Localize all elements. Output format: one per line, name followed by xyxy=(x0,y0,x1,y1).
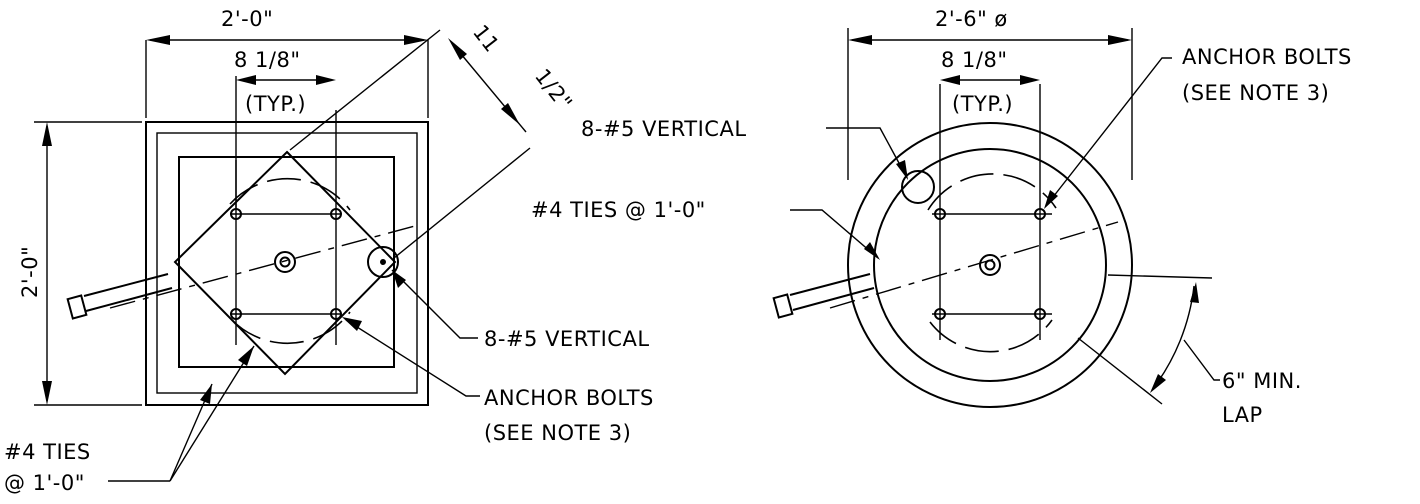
leader-vertical-round xyxy=(826,127,907,177)
leader-anchor-round xyxy=(1045,57,1172,207)
square-width-label: 2'-0" xyxy=(221,7,273,31)
leader-ties-round xyxy=(790,209,879,259)
round-anchor-bolt-sw xyxy=(934,308,946,320)
center-pole-inner xyxy=(279,256,291,268)
round-diameter-label: 2'-6" ø xyxy=(935,7,1008,31)
diamond-plate xyxy=(173,150,397,376)
square-anchor-label-2: (SEE NOTE 3) xyxy=(484,421,631,445)
round-center-pole-inner xyxy=(984,259,996,271)
conduit-centerline xyxy=(109,225,416,309)
square-footing-outline xyxy=(145,121,429,406)
dim-diameter-round xyxy=(847,28,1133,180)
round-anchor-arc-top xyxy=(927,173,1057,211)
leader-vertical-square xyxy=(391,269,478,339)
round-lap-label-1: 6" MIN. xyxy=(1222,369,1302,393)
round-typ-label: (TYP.) xyxy=(952,92,1013,116)
anchor-bolt-ne xyxy=(330,208,342,220)
round-anchor-label-2: (SEE NOTE 3) xyxy=(1182,81,1329,105)
dim-lap-round xyxy=(1077,274,1220,405)
square-diag-dim-b: 1/2" xyxy=(530,64,577,115)
square-ties-label-2: @ 1'-0" xyxy=(4,471,85,495)
round-conduit-centerline xyxy=(829,221,1119,309)
vertical-bar-callout-circle xyxy=(367,246,399,278)
square-diag-dim-a: 11 xyxy=(468,20,504,57)
square-bolt-spacing-label: 8 1/8" xyxy=(234,48,301,72)
square-anchor-label-1: ANCHOR BOLTS xyxy=(484,386,654,410)
round-anchor-label-1: ANCHOR BOLTS xyxy=(1182,45,1352,69)
dim-height-square xyxy=(34,121,142,406)
round-conduit-pipe xyxy=(772,273,875,319)
leader-anchor-square xyxy=(345,319,480,397)
dim-bolt-spacing-round xyxy=(940,75,1040,85)
conduit-pipe xyxy=(66,273,173,320)
round-vertical-bar-callout xyxy=(901,170,935,204)
square-typ-label: (TYP.) xyxy=(245,92,306,116)
anchor-bolt-sw xyxy=(230,308,242,320)
round-anchor-arc-bottom xyxy=(929,319,1053,353)
square-ties-label-1: #4 TIES xyxy=(4,440,91,464)
square-height-label: 2'-0" xyxy=(18,246,42,298)
anchor-bolt-se xyxy=(330,308,342,320)
round-center-pole-outer xyxy=(979,254,1001,276)
round-anchor-bolt-nw xyxy=(934,208,946,220)
round-vertical-label: 8-#5 VERTICAL xyxy=(581,117,747,141)
square-inner-line xyxy=(156,132,418,394)
round-footing-plan: 2'-6" ø 8 1/8" (TYP.) ANCHOR BOLTS (SEE … xyxy=(531,7,1352,427)
dim-diagonal-square xyxy=(289,29,531,259)
round-tie-circle xyxy=(873,148,1107,382)
leader-ties-square-b xyxy=(169,345,255,482)
anchor-circle-arc-bottom xyxy=(231,311,351,345)
square-tie-outline xyxy=(178,156,395,368)
round-ties-label: #4 TIES @ 1'-0" xyxy=(531,198,706,222)
square-footing-plan: 2'-0" 8 1/8" (TYP.) 2'-0" 11 1/2" xyxy=(4,7,654,495)
square-vertical-label: 8-#5 VERTICAL xyxy=(484,327,650,351)
round-anchor-bolt-se xyxy=(1034,308,1046,320)
anchor-circle-arc-top xyxy=(229,177,351,211)
round-lap-label-2: LAP xyxy=(1222,403,1263,427)
round-bolt-spacing-label: 8 1/8" xyxy=(941,48,1008,72)
round-anchor-bolt-ne xyxy=(1034,208,1046,220)
dim-width-square xyxy=(145,35,429,118)
round-footing-outline xyxy=(847,122,1133,408)
dim-bolt-spacing-square xyxy=(235,75,336,210)
center-pole-outer xyxy=(274,251,296,273)
